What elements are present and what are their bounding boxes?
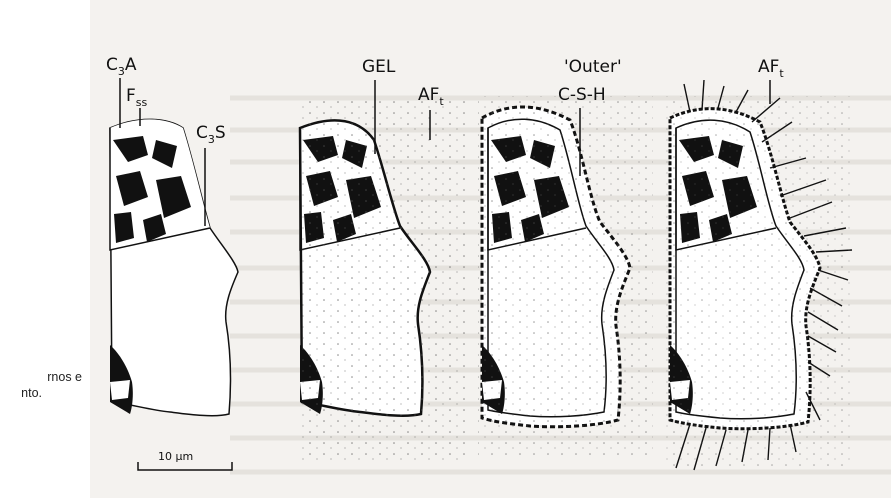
label-aft-panel-4: AFt [758,57,784,80]
label-csh: C-S-H [558,85,606,105]
label-c3a: C3A [106,55,137,78]
label-gel: GEL [362,57,396,77]
scale-bar-label: 10 μm [158,450,193,463]
grain-panel-2 [300,80,465,460]
grain-panel-3 [478,96,653,456]
grain-panel-4 [666,80,852,470]
label-aft-panel-2: AFt [418,85,444,108]
label-c3s: C3S [196,123,226,146]
label-outer: 'Outer' [564,57,622,77]
scale-bar: 10 μm [138,450,232,470]
label-fss: Fss [126,86,148,109]
